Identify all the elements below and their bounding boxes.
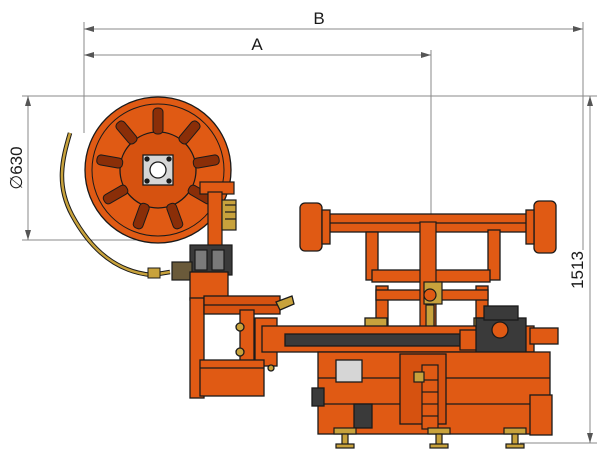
gearbox	[475, 305, 559, 355]
dimension-b	[83, 22, 584, 250]
dimension-height-label: 1513	[568, 251, 587, 289]
dimension-height	[140, 95, 597, 444]
center-ladder	[413, 364, 439, 430]
support-feet	[333, 427, 527, 449]
dimension-diameter-label: ∅630	[7, 146, 26, 189]
valve-block	[171, 244, 233, 281]
hose-coupling	[147, 267, 161, 279]
left-frame	[189, 271, 295, 399]
dimension-a-label: A	[251, 35, 263, 54]
hose-reel	[84, 96, 232, 244]
dimension-b-label: B	[313, 9, 324, 28]
reel-mount-arm	[199, 181, 237, 248]
